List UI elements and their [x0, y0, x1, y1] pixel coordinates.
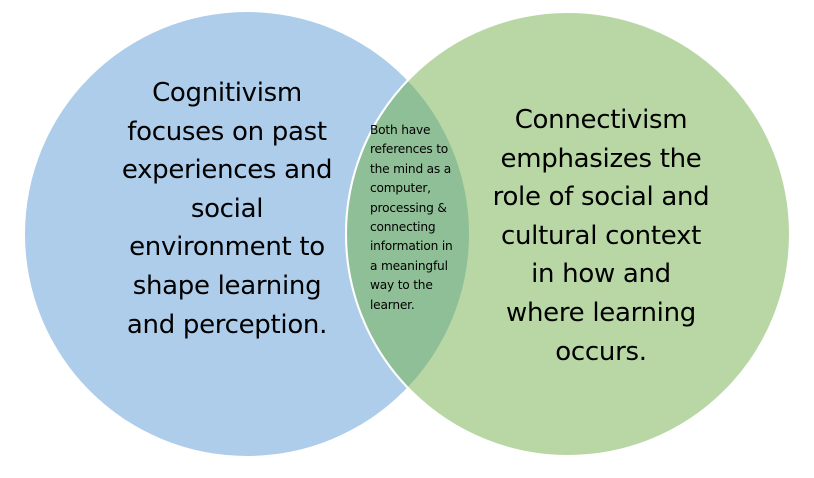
cognitivism-text: Cognitivism focuses on past experiences … [121, 78, 333, 340]
left-circle-cognitivism [25, 12, 469, 456]
connectivism-text: Connectivism emphasizes the role of soci… [492, 105, 710, 367]
overlap-border [345, 12, 469, 456]
overlap-text: Both have references to the mind as a co… [370, 123, 453, 312]
